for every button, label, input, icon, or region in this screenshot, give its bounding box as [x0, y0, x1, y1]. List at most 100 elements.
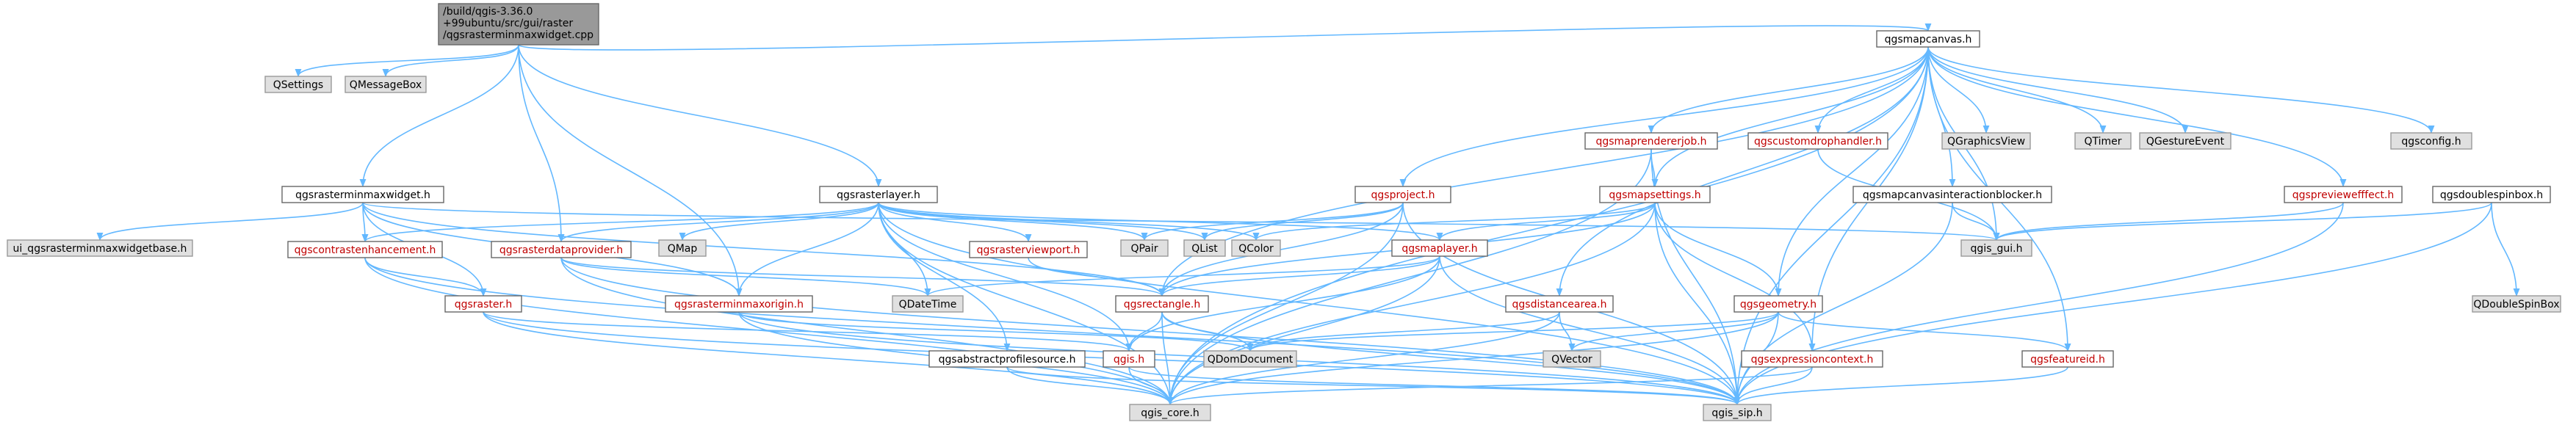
- node-QPair: QPair: [1120, 239, 1169, 257]
- node-qgsrasterminmaxwidget[interactable]: qgsrasterminmaxwidget.h: [281, 186, 444, 203]
- edge-qgsrasterlayer-to-qgsmaplayer: [878, 202, 1443, 241]
- node-box: [1741, 350, 1883, 368]
- node-label: qgis_sip.h: [1711, 407, 1762, 419]
- node-box: [1391, 239, 1488, 257]
- node-label: qgsexpressioncontext.h: [1751, 354, 1874, 366]
- edge-qgsexpressioncontext-to-qgis_core: [1166, 366, 1813, 406]
- node-box: [1733, 295, 1823, 313]
- edge-qgsmapsettings-to-qgsexpressioncontext: [1654, 202, 1816, 352]
- node-label: QPair: [1130, 243, 1158, 255]
- edge-qgscontrastenhancement-to-qgsraster: [364, 257, 487, 297]
- node-QList: QList: [1183, 239, 1226, 257]
- node-box: [665, 295, 813, 313]
- node-label: qgsmapsettings.h: [1609, 189, 1700, 201]
- node-label: QMessageBox: [350, 79, 422, 91]
- node-qgsrasterlayer[interactable]: qgsrasterlayer.h: [819, 186, 938, 203]
- node-box: [819, 186, 938, 203]
- edge-qgsrasterlayer-to-qgsabstractprofilesource: [878, 202, 1011, 352]
- edge-qgsrasterlayer-to-QMap: [679, 202, 879, 241]
- edge-qgsrectangle-to-qgis_core: [1161, 311, 1174, 406]
- node-box: [2074, 132, 2132, 150]
- node-qgsdoublespinbox[interactable]: qgsdoublespinbox.h: [2432, 186, 2551, 203]
- node-box: [491, 241, 632, 258]
- node-box: [1703, 404, 1772, 421]
- node-qgis[interactable]: qgis.h: [1103, 350, 1155, 368]
- edge-qgspreviewefffect-to-qgis_gui: [1993, 202, 2344, 241]
- node-box: [1354, 186, 1451, 203]
- edge-qgsgeometry-to-QDomDocument: [1246, 311, 1779, 352]
- node-box: [2432, 186, 2551, 203]
- node-label: qgsmaprendererjob.h: [1595, 136, 1706, 148]
- node-qgsrasterdataprovider[interactable]: qgsrasterdataprovider.h: [491, 241, 632, 258]
- edge-qgsgeometry-to-qgis_core: [1166, 311, 1779, 406]
- edge-qgsmapcanvas-to-qgsrectangle: [1158, 46, 1929, 297]
- node-qgsdistancearea[interactable]: qgsdistancearea.h: [1505, 295, 1614, 313]
- edge-qgsmapcanvas-to-qgsmaprendererjob: [1648, 46, 1929, 134]
- node-label: qgsdoublespinbox.h: [2440, 189, 2543, 201]
- node-qgis_core: qgis_core.h: [1129, 404, 1211, 421]
- node-qgsrasterviewport[interactable]: qgsrasterviewport.h: [969, 241, 1088, 258]
- node-qgsmaprendererjob[interactable]: qgsmaprendererjob.h: [1584, 132, 1718, 150]
- edge-qgsmapcanvas-to-QGestureEvent: [1927, 46, 2189, 134]
- node-qgis_gui: qgis_gui.h: [1960, 239, 2032, 257]
- node-qgsgeometry[interactable]: qgsgeometry.h: [1733, 295, 1823, 313]
- node-box: [1129, 404, 1211, 421]
- edge-qgsrectangle-to-qgis_sip: [1161, 311, 1741, 406]
- edge-qgsraster-to-qgis: [483, 311, 1133, 352]
- node-label: QMap: [668, 243, 698, 255]
- node-box: [1183, 239, 1226, 257]
- node-qgsproject[interactable]: qgsproject.h: [1354, 186, 1451, 203]
- node-qgsabstractprofilesource[interactable]: qgsabstractprofilesource.h: [928, 350, 1086, 368]
- edge-qgsmaplayer-to-qgsrectangle: [1158, 255, 1440, 297]
- node-box: [1584, 132, 1718, 150]
- root-node-box: [438, 3, 599, 46]
- edge-qgsproject-to-qgsrectangle: [1158, 202, 1404, 297]
- edge-qgsabstractprofilesource-to-qgis_sip: [1006, 366, 1741, 406]
- node-box: [1231, 239, 1281, 257]
- edge-qgsrasterviewport-to-qgsrectangle: [1028, 257, 1166, 297]
- edge-qgsmaplayer-to-QDateTime: [924, 255, 1440, 297]
- node-label: qgscustomdrophandler.h: [1754, 136, 1882, 148]
- node-box: [1203, 350, 1297, 368]
- node-qgsraster[interactable]: qgsraster.h: [444, 295, 522, 313]
- node-qgsmapcanvas[interactable]: qgsmapcanvas.h: [1876, 30, 1980, 48]
- node-QSettings: QSettings: [264, 76, 332, 93]
- node-QVector: QVector: [1543, 350, 1601, 368]
- edge-qgsmapcanvas-to-qgis_sip: [1733, 46, 1929, 406]
- edge-root-to-qgsrasterlayer: [518, 44, 882, 188]
- node-qgsmapcanvasinteractionblocker[interactable]: qgsmapcanvasinteractionblocker.h: [1852, 186, 2052, 203]
- node-label: qgsmaplayer.h: [1401, 243, 1477, 255]
- node-label: qgsrasterminmaxorigin.h: [674, 299, 804, 310]
- node-qgsmapsettings[interactable]: qgsmapsettings.h: [1599, 186, 1711, 203]
- edge-qgsrectangle-to-qgis: [1125, 311, 1163, 352]
- node-qgsmaplayer[interactable]: qgsmaplayer.h: [1391, 239, 1488, 257]
- node-qgspreviewefffect[interactable]: qgspreviewefffect.h: [2284, 186, 2403, 203]
- edge-qgsrasterlayer-to-QColor: [878, 202, 1260, 241]
- node-qgsconfig: qgsconfig.h: [2390, 132, 2472, 150]
- edge-root-to-QSettings: [295, 44, 519, 78]
- node-box: [1505, 295, 1614, 313]
- node-box: [658, 239, 707, 257]
- node-qgsrasterminmaxorigin[interactable]: qgsrasterminmaxorigin.h: [665, 295, 813, 313]
- node-qgsfeatureid[interactable]: qgsfeatureid.h: [2021, 350, 2114, 368]
- edge-qgsrasterlayer-to-qgis: [878, 202, 1133, 352]
- node-box: [1852, 186, 2052, 203]
- node-root-file: /build/qgis-3.36.0+99ubuntu/src/gui/rast…: [438, 3, 599, 46]
- node-QTimer: QTimer: [2074, 132, 2132, 150]
- node-qgscustomdrophandler[interactable]: qgscustomdrophandler.h: [1747, 132, 1888, 150]
- node-label: QVector: [1551, 354, 1592, 366]
- node-qgscontrastenhancement[interactable]: qgscontrastenhancement.h: [287, 241, 443, 258]
- node-label: QGraphicsView: [1947, 136, 2025, 148]
- dependency-edges: [96, 23, 2520, 406]
- node-box: [2139, 132, 2232, 150]
- node-label: qgsrasterlayer.h: [837, 189, 920, 201]
- node-box: [2472, 295, 2561, 313]
- node-label: qgsmapcanvasinteractionblocker.h: [1863, 189, 2042, 201]
- node-box: [1103, 350, 1155, 368]
- node-qgsexpressioncontext[interactable]: qgsexpressioncontext.h: [1741, 350, 1883, 368]
- node-QGraphicsView: QGraphicsView: [1941, 132, 2031, 150]
- node-qgsrectangle[interactable]: qgsrectangle.h: [1115, 295, 1209, 313]
- node-box: [1876, 30, 1980, 48]
- node-box: [1120, 239, 1169, 257]
- node-QDateTime: QDateTime: [892, 295, 964, 313]
